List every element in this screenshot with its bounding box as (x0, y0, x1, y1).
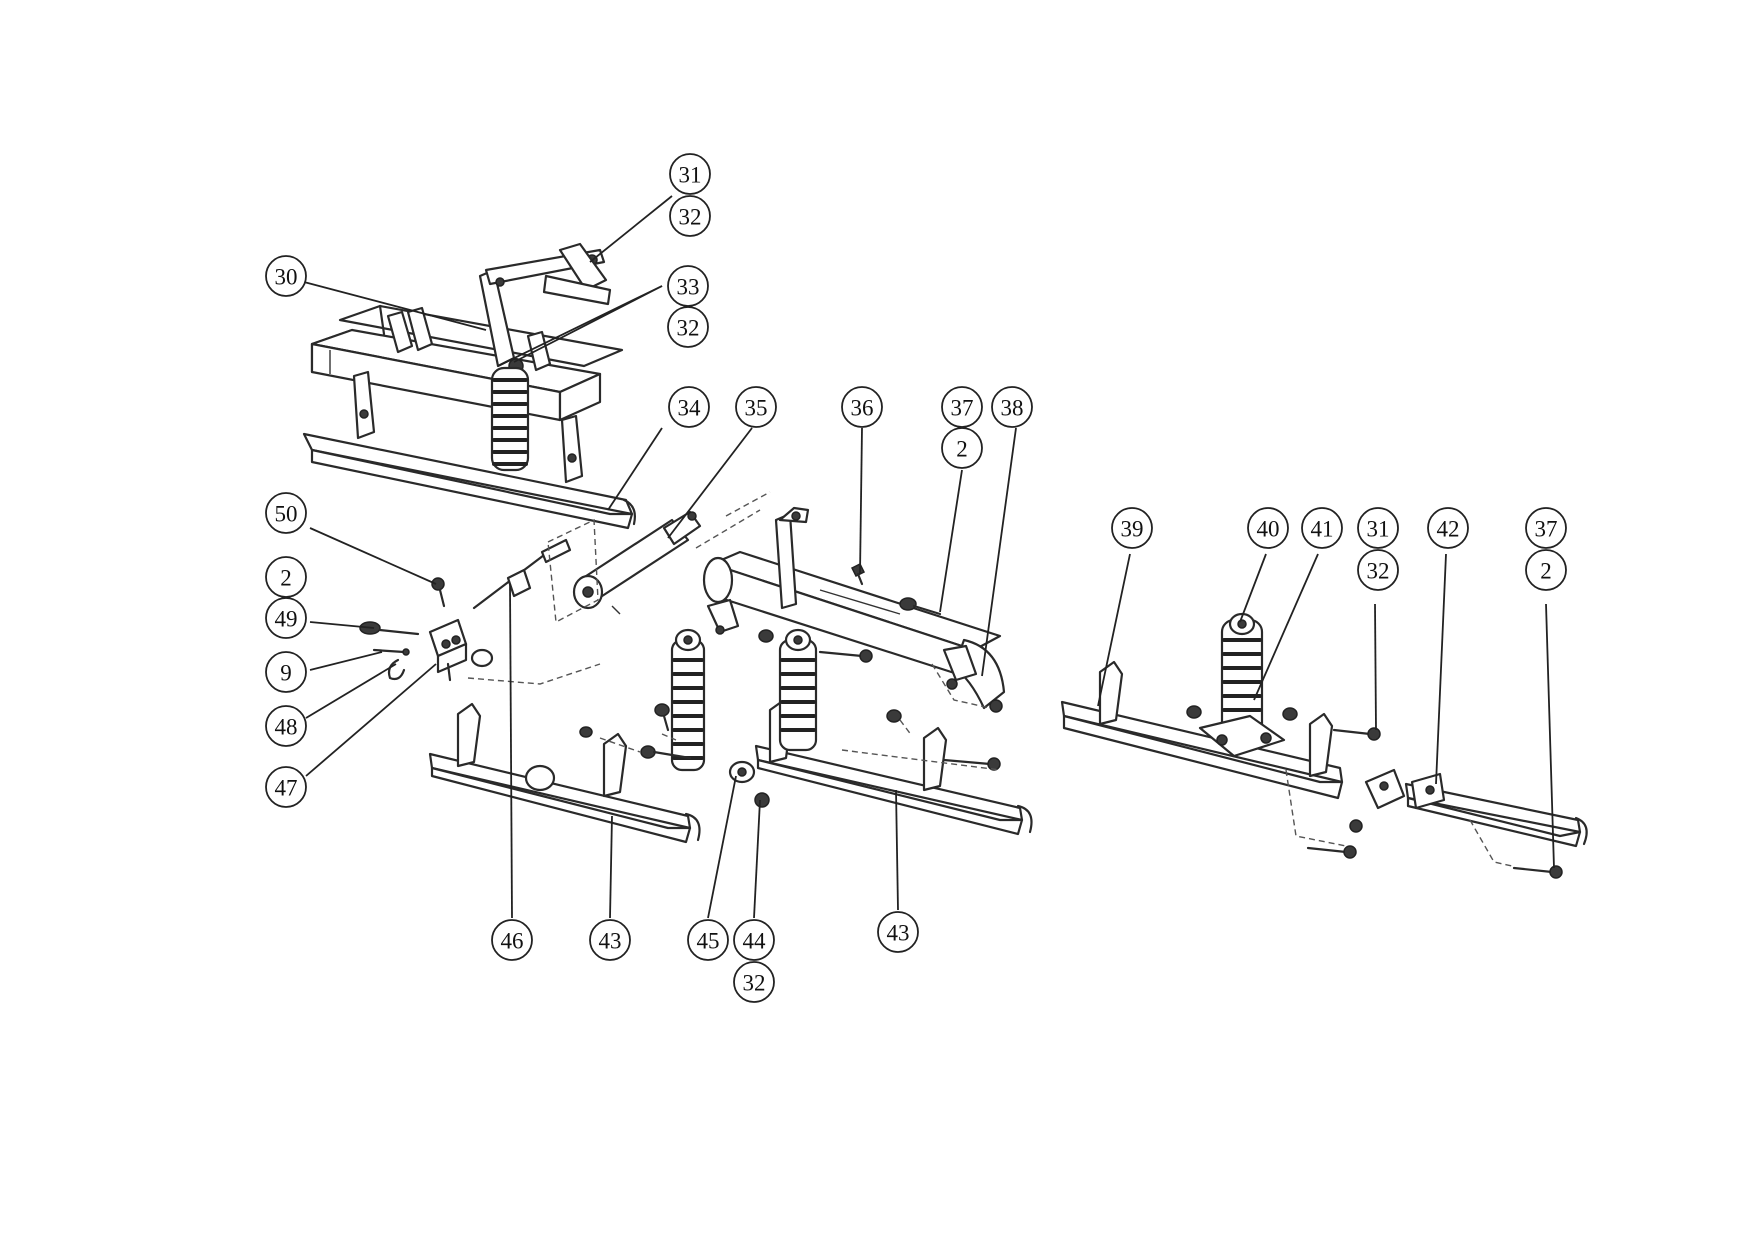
callout-32-right: 32 (1357, 549, 1399, 591)
svg-text:45: 45 (697, 929, 720, 954)
callout-31-top: 31 (669, 153, 711, 195)
svg-text:50: 50 (275, 502, 298, 527)
svg-text:39: 39 (1121, 517, 1144, 542)
svg-text:43: 43 (599, 929, 622, 954)
callout-2-center: 2 (941, 427, 983, 469)
svg-text:40: 40 (1257, 517, 1280, 542)
callout-38: 38 (991, 386, 1033, 428)
svg-text:32: 32 (1367, 559, 1390, 584)
callout-37-center: 37 (941, 386, 983, 428)
svg-text:37: 37 (1535, 517, 1558, 542)
callout-42: 42 (1427, 507, 1469, 549)
callout-43-middle: 43 (877, 911, 919, 953)
callout-37-right: 37 (1525, 507, 1567, 549)
svg-text:32: 32 (679, 205, 702, 230)
svg-text:31: 31 (1367, 517, 1390, 542)
svg-text:2: 2 (1540, 559, 1552, 584)
svg-text:37: 37 (951, 396, 974, 421)
callout-49: 49 (265, 597, 307, 639)
callout-44: 44 (733, 919, 775, 961)
svg-text:47: 47 (275, 776, 298, 801)
svg-text:2: 2 (280, 566, 292, 591)
callout-30: 30 (265, 255, 307, 297)
svg-text:44: 44 (743, 929, 767, 954)
callout-43-left: 43 (589, 919, 631, 961)
svg-text:2: 2 (956, 437, 968, 462)
frame-assembly-drawing (302, 242, 636, 530)
callout-33: 33 (667, 265, 709, 307)
callout-32-top: 32 (669, 195, 711, 237)
callout-36: 36 (841, 386, 883, 428)
svg-text:46: 46 (501, 929, 524, 954)
axle-tube-drawing (695, 491, 1006, 713)
callout-46: 46 (491, 919, 533, 961)
callout-40: 40 (1247, 507, 1289, 549)
svg-text:41: 41 (1311, 517, 1334, 542)
callout-41: 41 (1301, 507, 1343, 549)
svg-text:43: 43 (887, 921, 910, 946)
cylinder-drawing (472, 510, 702, 624)
svg-text:32: 32 (677, 316, 700, 341)
svg-text:35: 35 (745, 396, 768, 421)
callout-2-right: 2 (1525, 549, 1567, 591)
svg-text:49: 49 (275, 607, 298, 632)
callout-39: 39 (1111, 507, 1153, 549)
pivot-bracket-drawing (359, 577, 601, 685)
svg-text:30: 30 (275, 265, 298, 290)
svg-text:38: 38 (1001, 396, 1024, 421)
skid-left-drawing (428, 628, 770, 844)
callout-48: 48 (265, 705, 307, 747)
callout-34: 34 (668, 386, 710, 428)
callout-35: 35 (735, 386, 777, 428)
svg-text:31: 31 (679, 163, 702, 188)
svg-text:33: 33 (677, 275, 700, 300)
svg-text:42: 42 (1437, 517, 1460, 542)
callout-45: 45 (687, 919, 729, 961)
callout-9: 9 (265, 651, 307, 693)
svg-text:9: 9 (280, 661, 292, 686)
skid-middle-drawing (754, 628, 1033, 836)
callout-47: 47 (265, 766, 307, 808)
svg-text:32: 32 (743, 971, 766, 996)
callout-31-right: 31 (1357, 507, 1399, 549)
svg-text:48: 48 (275, 715, 298, 740)
callout-32-upper: 32 (667, 306, 709, 348)
callout-2-left: 2 (265, 556, 307, 598)
leader-lines (303, 195, 1555, 919)
skid-right-drawing (1060, 612, 1588, 879)
svg-text:34: 34 (678, 396, 702, 421)
callout-32-bottom: 32 (733, 961, 775, 1003)
callout-50: 50 (265, 492, 307, 534)
svg-text:36: 36 (851, 396, 874, 421)
